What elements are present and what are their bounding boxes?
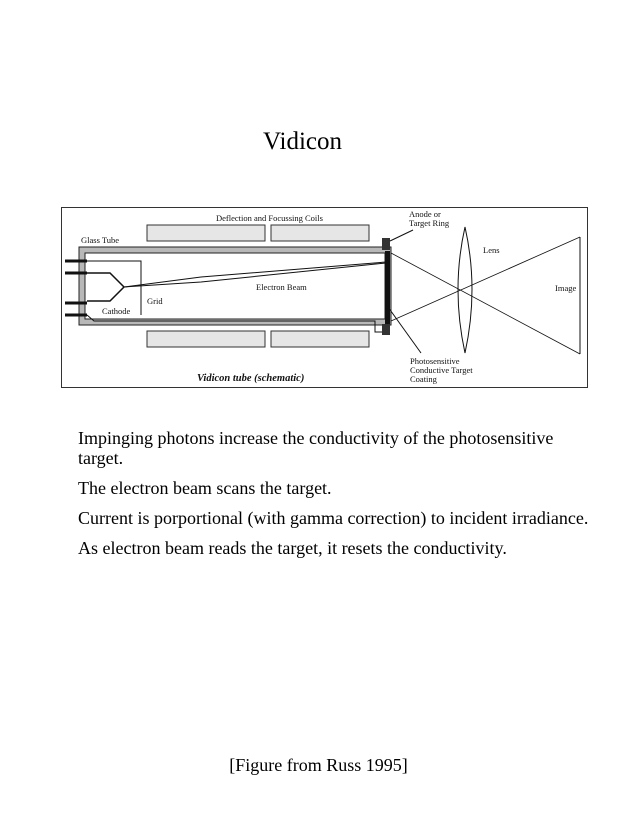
ray-1 — [390, 252, 581, 355]
coil-top-right — [270, 224, 370, 242]
anode-leader — [389, 229, 414, 242]
bullet-item: Current is porportional (with gamma corr… — [78, 508, 589, 528]
coil-bottom-left — [146, 330, 266, 348]
label-image: Image — [555, 283, 576, 293]
grid-lead — [87, 260, 142, 315]
label-coils: Deflection and Focussing Coils — [216, 213, 323, 223]
target-leader — [387, 306, 422, 354]
label-anode-1: Anode or — [409, 209, 441, 219]
target-coating — [385, 251, 390, 325]
coil-bottom-right — [270, 330, 370, 348]
anode-ring-bottom — [382, 324, 390, 335]
lens — [457, 226, 473, 354]
label-target-1: Photosensitive — [410, 356, 460, 366]
electron-beam — [123, 261, 387, 288]
bullet-item: The electron beam scans the target. — [78, 478, 332, 498]
bullet-item: Impinging photons increase the conductiv… — [78, 428, 554, 468]
electron-beam-lower — [123, 262, 387, 288]
coil-top-left — [146, 224, 266, 242]
vidicon-diagram: Deflection and Focussing Coils Glass Tub… — [61, 207, 588, 388]
anode-ring-top — [382, 238, 390, 250]
label-anode-2: Target Ring — [409, 218, 450, 228]
label-target-3: Coating — [410, 374, 438, 384]
bullet-list: Impinging photons increase the conductiv… — [78, 428, 598, 568]
figure-caption: Vidicon tube (schematic) — [197, 373, 304, 384]
label-lens: Lens — [483, 245, 500, 255]
figure-credit: [Figure from Russ 1995] — [229, 755, 408, 775]
label-target-2: Conductive Target — [410, 365, 473, 375]
label-cathode: Cathode — [102, 306, 131, 316]
page-title: Vidicon — [262, 128, 343, 155]
label-grid: Grid — [147, 296, 163, 306]
ray-2 — [390, 236, 581, 322]
label-glass-tube: Glass Tube — [81, 235, 119, 245]
cathode-pins — [65, 259, 87, 317]
target-lead — [86, 314, 385, 333]
label-electron-beam: Electron Beam — [256, 282, 307, 292]
bullet-item: As electron beam reads the target, it re… — [78, 538, 507, 558]
